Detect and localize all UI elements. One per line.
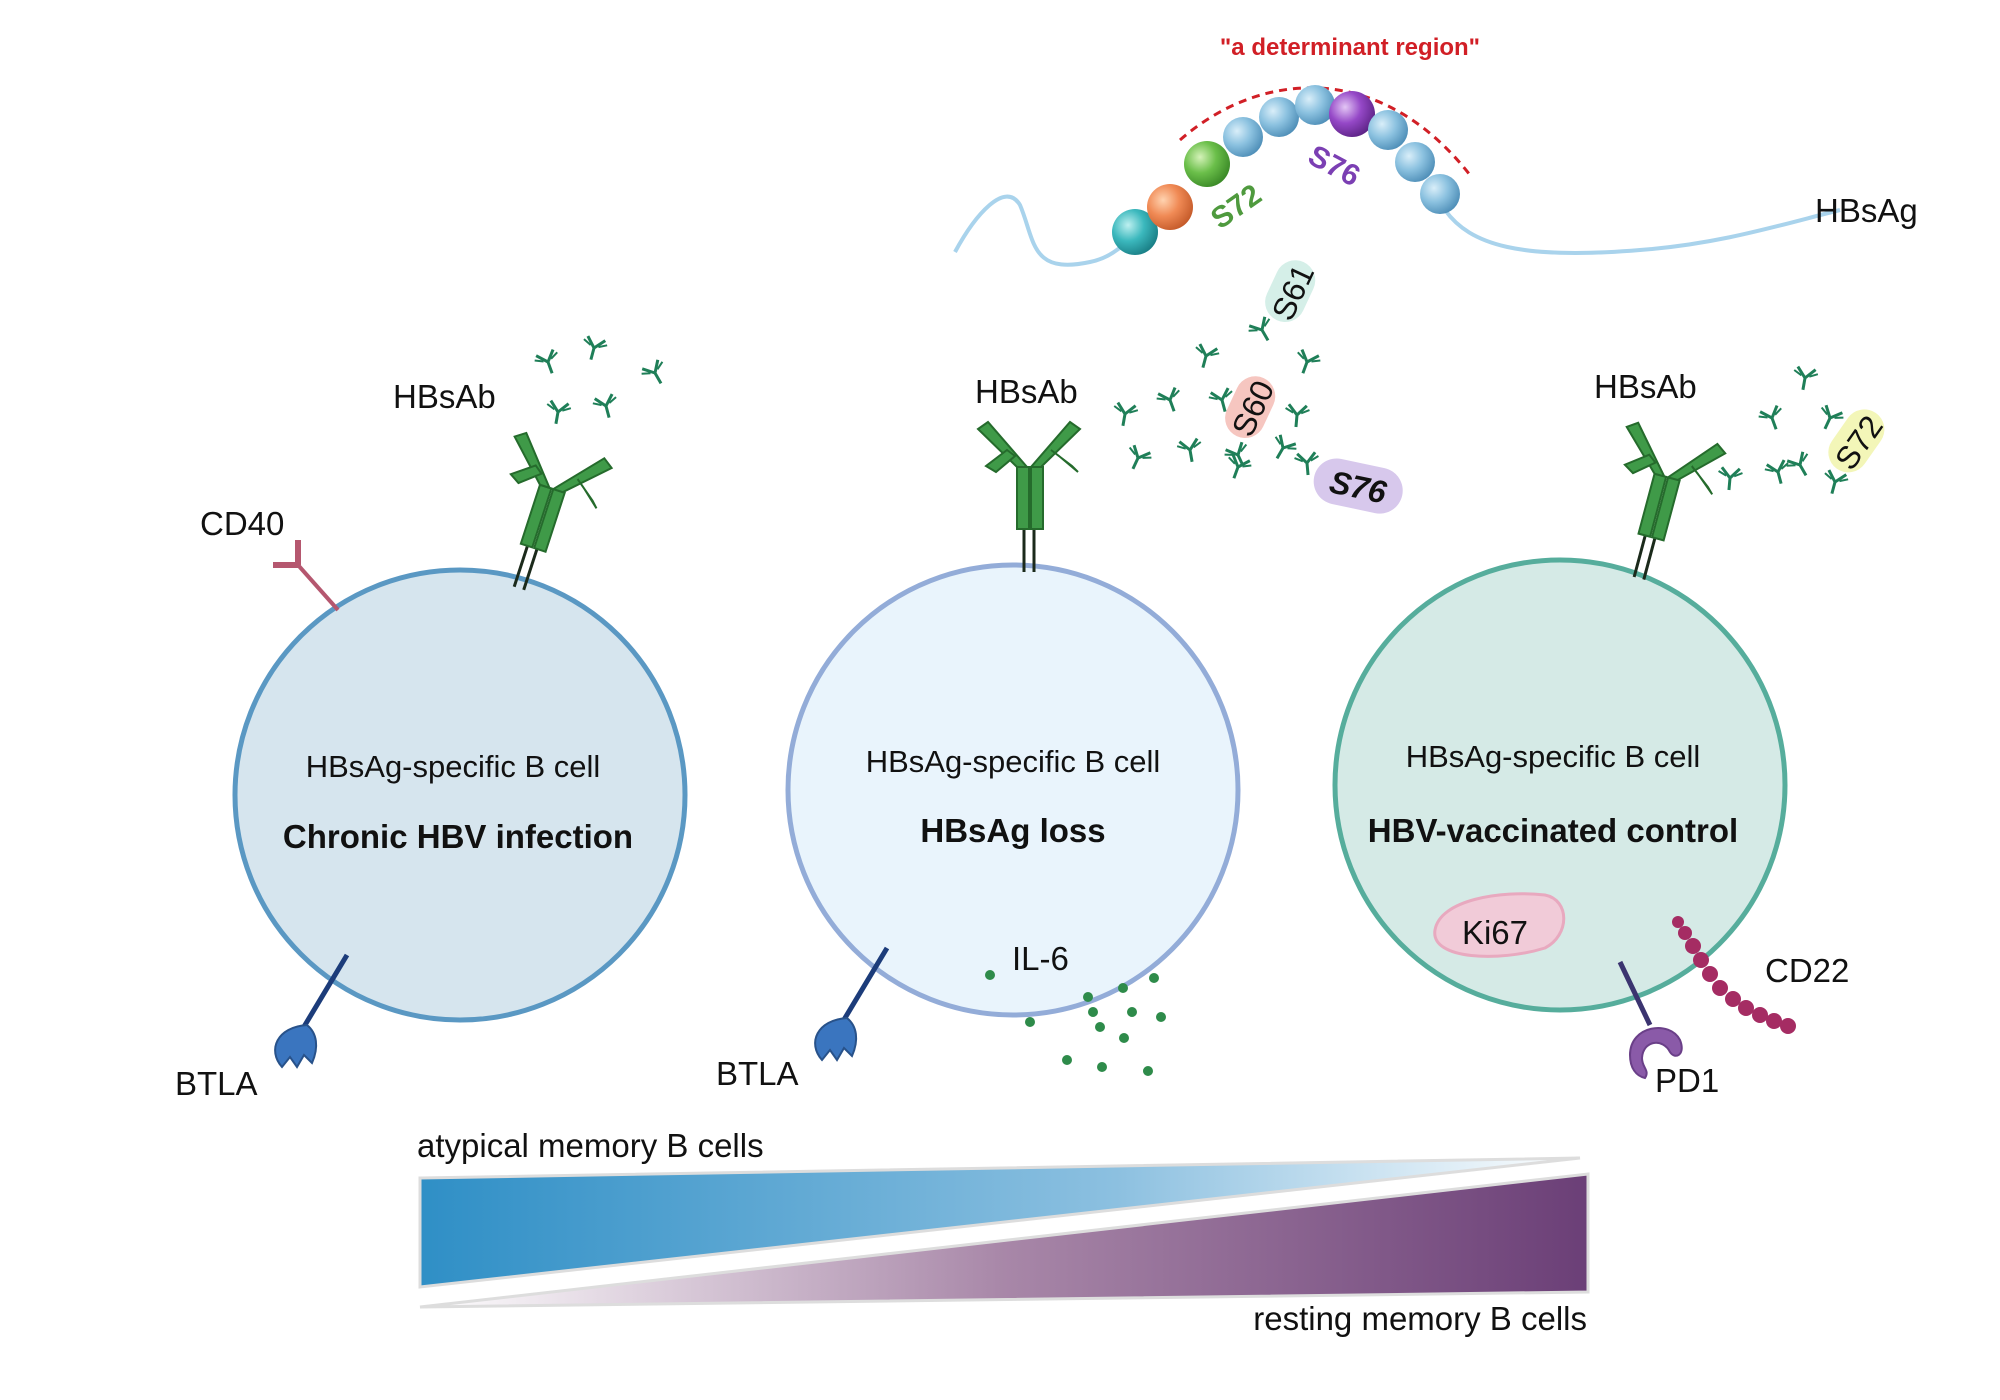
free-antibody — [1120, 442, 1155, 476]
marker-label-il6: IL-6 — [1012, 940, 1069, 977]
ki67-marker: Ki67 — [1433, 892, 1566, 958]
bead-s76 — [1329, 91, 1375, 137]
cell-condition: HBV-vaccinated control — [1368, 812, 1738, 849]
bead — [1295, 85, 1335, 125]
free-antibody — [1282, 402, 1312, 430]
receptor-label: HBsAb — [393, 378, 496, 415]
free-antibodies — [1109, 313, 1324, 484]
free-antibody — [1174, 436, 1206, 466]
receptor-label: HBsAb — [975, 373, 1078, 410]
hbsab-receptor — [976, 420, 1082, 574]
free-antibody — [1189, 341, 1222, 373]
btla-receptor — [275, 955, 347, 1067]
free-antibody — [1109, 400, 1141, 430]
btla-receptor — [815, 948, 887, 1060]
epitope-tag-s76: S76 — [1313, 458, 1403, 514]
free-antibody — [1762, 457, 1795, 489]
cell-body — [1332, 557, 1788, 1013]
free-antibody — [1265, 431, 1300, 466]
hbsag-chain-right — [1443, 208, 1841, 256]
cell-condition: Chronic HBV infection — [283, 818, 633, 855]
determinant-region-label: "a determinant region" — [1220, 34, 1480, 61]
bead-s72 — [1184, 141, 1230, 187]
cell-condition: HBsAg loss — [920, 812, 1105, 849]
bead — [1420, 174, 1460, 214]
free-antibody — [1290, 346, 1324, 379]
cd40-receptor — [273, 540, 340, 612]
site-label-s72: S72 — [1205, 178, 1268, 236]
resting-label: resting memory B cells — [1253, 1300, 1587, 1337]
epitope-tag-s72: S72 — [1828, 409, 1890, 476]
hbsag-chain-left — [953, 194, 1137, 267]
cell-body — [232, 567, 688, 1023]
bead — [1223, 117, 1263, 157]
free-antibody — [1153, 384, 1187, 417]
bead — [1147, 184, 1193, 230]
epitope-tag-s61: S61 — [1265, 259, 1322, 326]
bead — [1112, 209, 1158, 255]
marker-label-btla: BTLA — [716, 1055, 799, 1092]
bead — [1395, 142, 1435, 182]
free-antibody — [638, 356, 673, 391]
free-antibodies — [1715, 364, 1851, 499]
bead — [1259, 97, 1299, 137]
cd22-receptor — [1672, 916, 1796, 1034]
hbsag-antigen: "a determinant region" HBsAg S72 S76 — [953, 34, 1918, 267]
resting-wedge — [419, 1172, 1590, 1309]
free-antibody — [542, 398, 574, 428]
epitope-tag-s60: S60 — [1225, 375, 1282, 442]
cell-vaccinated: HBsAg-specific B cell HBV-vaccinated con… — [1332, 364, 1890, 1099]
cell-title: HBsAg-specific B cell — [866, 744, 1161, 779]
cell-body — [785, 562, 1241, 1018]
pd1-receptor — [1617, 960, 1683, 1080]
marker-label-ki67: Ki67 — [1462, 914, 1528, 951]
free-antibody — [577, 333, 610, 365]
free-antibody — [1245, 313, 1280, 348]
cell-chronic: HBsAg-specific B cell Chronic HBV infect… — [175, 333, 688, 1102]
free-antibodies — [531, 333, 673, 428]
free-antibody — [1789, 364, 1821, 394]
marker-label-pd1: PD1 — [1655, 1062, 1719, 1099]
hbsag-label: HBsAg — [1815, 192, 1918, 229]
free-antibody — [1715, 465, 1745, 493]
marker-label-btla: BTLA — [175, 1065, 258, 1102]
free-antibody — [531, 346, 565, 379]
atypical-label: atypical memory B cells — [417, 1127, 764, 1164]
marker-label-cd22: CD22 — [1765, 952, 1849, 989]
free-antibody — [1818, 467, 1851, 499]
receptor-label: HBsAb — [1594, 368, 1697, 405]
free-antibody — [1783, 448, 1818, 483]
atypical-wedge — [418, 1156, 1581, 1289]
il6-dots — [985, 970, 1166, 1076]
cell-title: HBsAg-specific B cell — [1406, 739, 1701, 774]
marker-label-cd40: CD40 — [200, 505, 284, 542]
cell-title: HBsAg-specific B cell — [306, 749, 601, 784]
free-antibody — [1221, 451, 1255, 484]
free-antibody — [590, 391, 623, 423]
site-label-s76: S76 — [1303, 139, 1366, 193]
memory-b-cell-gradient: atypical memory B cells resting memory B… — [417, 1127, 1590, 1337]
cell-loss: HBsAg-specific B cell HBsAg loss HBsAb B… — [716, 259, 1403, 1092]
bead — [1368, 110, 1408, 150]
free-antibody — [1755, 402, 1789, 435]
